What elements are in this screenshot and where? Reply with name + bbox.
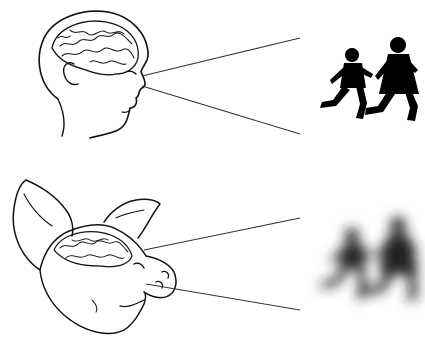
pig-head-with-brain-icon: [13, 180, 176, 333]
human-head-with-brain-icon: [39, 11, 148, 138]
sight-line-lower: [142, 86, 300, 134]
two-children-running-sharp-silhouette-icon: [320, 37, 419, 121]
sight-line-upper: [144, 218, 300, 250]
sight-line-lower: [146, 284, 300, 310]
two-children-running-blurred-silhouette-icon: [320, 217, 419, 301]
sight-line-upper: [142, 38, 300, 76]
